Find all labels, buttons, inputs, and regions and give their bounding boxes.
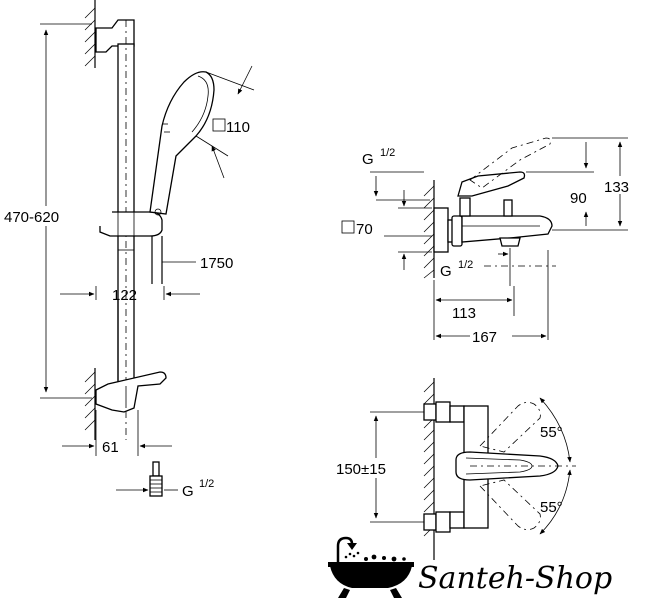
handle-rotated-down xyxy=(479,479,541,530)
mixer-side-view: G 1/2 70 G 1/2 90 133 113 167 xyxy=(341,137,636,346)
square-symbol-110 xyxy=(212,118,226,132)
brand-logo-text: Santeh-Shop xyxy=(418,561,612,596)
mixer-body xyxy=(461,215,553,243)
square-symbol-70 xyxy=(341,220,355,234)
hand-shower xyxy=(149,71,215,216)
wall-hatch-top xyxy=(84,0,96,68)
bottom-bracket xyxy=(95,371,167,413)
connection-fraction-label: 1/2 xyxy=(199,478,214,490)
height-90-label: 90 xyxy=(570,190,587,207)
brand-logo: Santeh-Shop xyxy=(328,536,612,598)
hose-length-label: 1750 xyxy=(200,255,233,272)
mixer-handle-raised xyxy=(469,137,551,189)
rail-spacing-label: 122 xyxy=(112,287,137,304)
height-range-label: 470-620 xyxy=(4,209,59,226)
angle-up-label: 55° xyxy=(540,424,563,441)
handle-rotated-up xyxy=(479,402,541,453)
shower-hose xyxy=(151,236,163,284)
projection-113-label: 113 xyxy=(452,305,476,322)
wall-rosette xyxy=(433,207,449,253)
projection-167-label: 167 xyxy=(472,329,497,346)
inlet-fraction-label: 1/2 xyxy=(380,147,395,159)
hose-connector xyxy=(149,461,163,497)
wall-hatch-bottom xyxy=(84,368,96,440)
mixer-top-view: 55° 55° 150±15 xyxy=(334,378,576,560)
angle-down-label: 55° xyxy=(540,499,563,516)
wall-offset-label: 61 xyxy=(102,439,119,456)
height-133-label: 133 xyxy=(604,179,629,196)
center-distance-label: 150±15 xyxy=(336,461,386,478)
shower-rail-view: 470-620 110 1750 122 61 xyxy=(2,0,255,500)
outlet-thread-label: G xyxy=(440,263,452,280)
connection-thread-label: G xyxy=(182,483,194,500)
bathtub-icon xyxy=(328,536,414,598)
rosette-size-label: 70 xyxy=(356,221,373,238)
outlet-fraction-label: 1/2 xyxy=(458,259,473,271)
hand-shower-size-label: 110 xyxy=(226,119,250,136)
inlet-thread-label: G xyxy=(362,151,374,168)
mixer-handle xyxy=(457,171,526,197)
